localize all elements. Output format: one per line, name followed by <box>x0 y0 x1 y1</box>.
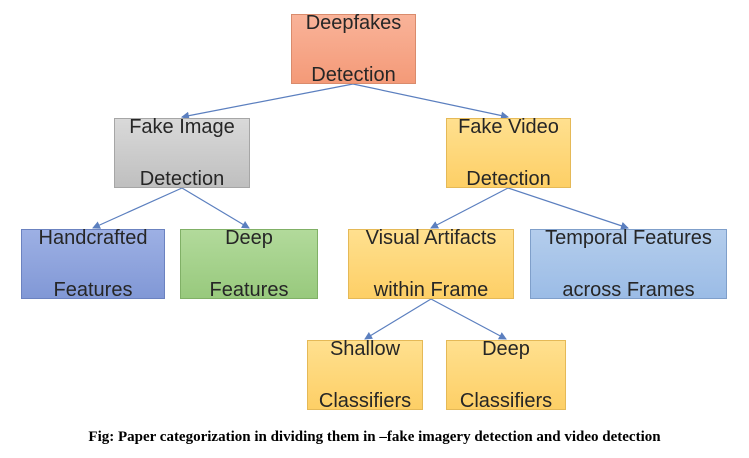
node-label-line1: Visual Artifacts <box>365 227 497 249</box>
node-label-line1: Shallow <box>329 338 401 360</box>
node-label-line2: across Frames <box>562 279 695 301</box>
node-deepfakes-detection: Deepfakes Detection <box>291 12 416 86</box>
arrow-visual-to-deep-classifiers <box>430 298 507 340</box>
arrow-root-to-image <box>181 83 354 120</box>
node-label-line2: Detection <box>139 168 225 190</box>
node-label-line1: Handcrafted <box>38 227 148 249</box>
node-label-line1: Deep <box>225 227 273 249</box>
node-label-line2: within Frame <box>373 279 489 301</box>
node-label-line2: Features <box>53 279 133 301</box>
node-deep-features: Deep Features <box>180 227 318 301</box>
figure-caption: Fig: Paper categorization in dividing th… <box>88 429 661 445</box>
node-label-line1: Temporal Features <box>545 227 712 249</box>
node-label-line1: Fake Image <box>129 116 235 138</box>
node-temporal-features-across-frames: Temporal Features across Frames <box>530 227 727 301</box>
node-handcrafted-features: Handcrafted Features <box>21 227 165 301</box>
node-visual-artifacts-within-frame: Visual Artifacts within Frame <box>348 227 514 301</box>
node-deep-classifiers: Deep Classifiers <box>446 338 566 412</box>
node-label-line2: Detection <box>466 168 551 190</box>
arrow-image-to-deep-features <box>181 187 250 229</box>
node-label-line2: Features <box>209 279 289 301</box>
arrow-visual-to-shallow-classifiers <box>364 298 432 340</box>
node-shallow-classifiers: Shallow Classifiers <box>307 338 423 412</box>
arrow-video-to-visual-artifacts <box>430 187 509 229</box>
arrow-image-to-handcrafted <box>92 187 183 229</box>
node-label-line2: Classifiers <box>459 390 553 412</box>
arrow-video-to-temporal-features <box>507 187 629 230</box>
node-label-line1: Deepfakes <box>305 12 402 34</box>
node-label-line2: Classifiers <box>318 390 412 412</box>
node-fake-video-detection: Fake Video Detection <box>446 116 571 190</box>
node-label-line1: Deep <box>482 338 530 360</box>
node-label-line1: Fake Video <box>458 116 559 138</box>
node-label-line2: Detection <box>311 64 396 86</box>
node-fake-image-detection: Fake Image Detection <box>114 116 250 190</box>
arrow-root-to-video <box>352 83 509 120</box>
